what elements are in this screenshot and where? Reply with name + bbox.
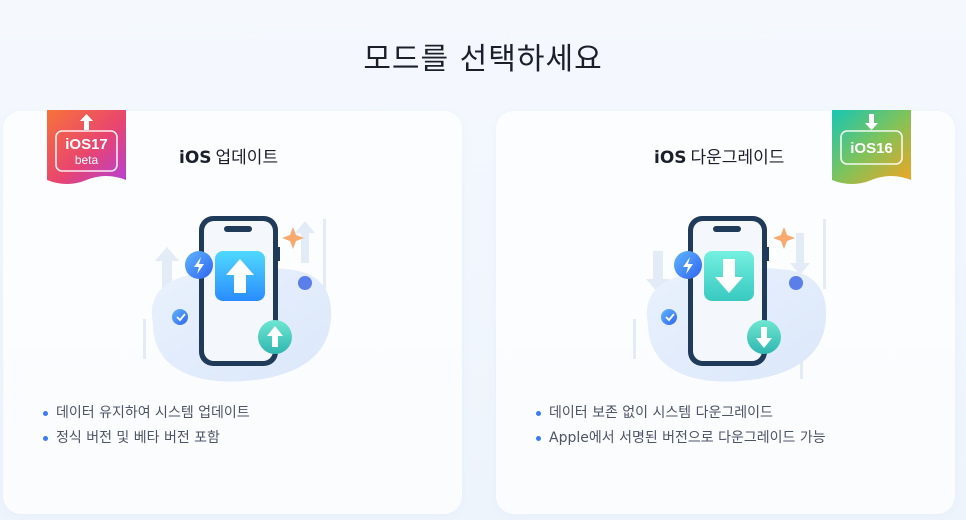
badge-line1: iOS16 [850,140,893,157]
ios16-badge: iOS16 [832,110,911,186]
mode-title-bold: iOS [179,148,212,168]
arrow-down-icon [865,114,878,130]
list-item: 정식 버전 및 베타 버전 포함 [43,426,250,451]
badge-line1: iOS17 [65,136,108,153]
arrow-up-icon [80,114,93,130]
list-item: 데이터 유지하여 시스템 업데이트 [43,401,250,426]
list-item: 데이터 보존 없이 시스템 다운그레이드 [536,401,826,426]
phone-update-illustration [123,199,353,389]
ios17-beta-badge: iOS17 beta [47,110,126,186]
mode-title-rest: 다운그레이드 [690,148,785,168]
badge-line2: beta [75,153,99,167]
list-item: Apple에서 서명된 버전으로 다운그레이드 가능 [536,426,826,451]
phone-downgrade-illustration [618,199,848,389]
mode-title-rest: 업데이트 [215,148,279,168]
mode-title-bold: iOS [654,148,687,168]
page-title: 모드를 선택하세요 [363,42,603,77]
feature-list: 데이터 보존 없이 시스템 다운그레이드 Apple에서 서명된 버전으로 다운… [536,401,826,450]
feature-list: 데이터 유지하여 시스템 업데이트 정식 버전 및 베타 버전 포함 [43,401,250,450]
